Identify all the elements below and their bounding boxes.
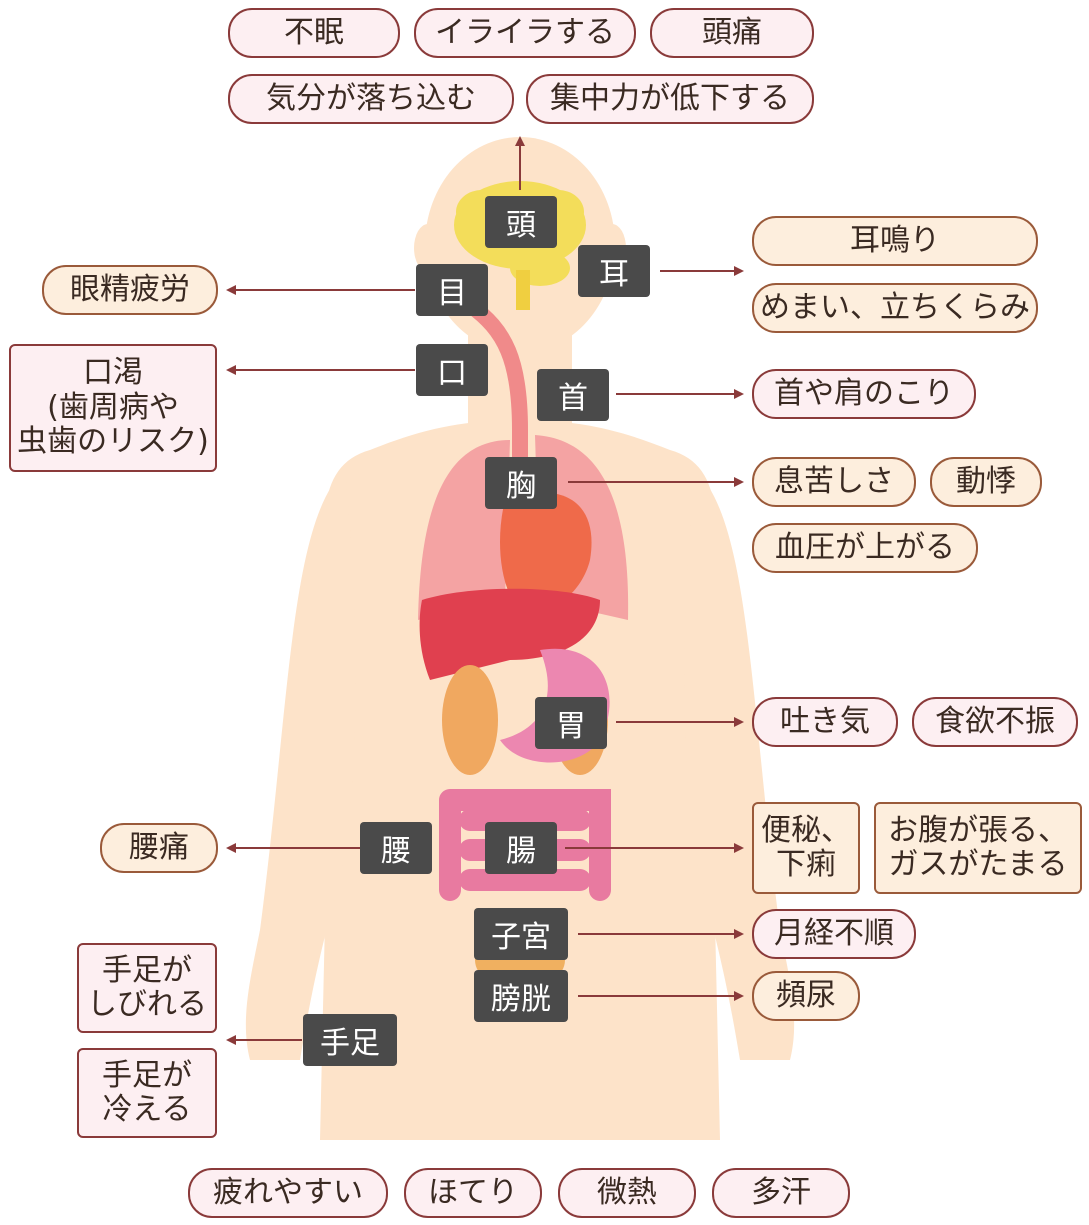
mouth-symptom-line: 口渇	[83, 355, 143, 391]
head-symptom: 集中力が低下する	[526, 74, 814, 124]
mouth-symptom-line: 虫歯のリスク)	[17, 424, 209, 460]
chest-symptom: 動悸	[930, 457, 1042, 507]
intestine-symptom-line: 便秘、	[761, 812, 851, 848]
chest-symptom: 息苦しさ	[752, 457, 916, 507]
organ-label-chest: 胸	[485, 457, 557, 509]
mouth-symptom-line: (歯周病や	[47, 389, 179, 425]
connector-arrows	[226, 136, 744, 1045]
neck-symptom: 首や肩のこり	[752, 369, 976, 419]
organ-label-limbs: 手足	[303, 1014, 397, 1066]
waist-symptom: 腰痛	[100, 823, 218, 873]
kidney-left	[442, 665, 498, 775]
general-symptom: 疲れやすい	[188, 1168, 388, 1218]
limb-symptom-line: 手足が	[102, 952, 192, 988]
intestine-symptom-line: ガスがたまる	[888, 847, 1068, 882]
mouth-symptom: 口渇 (歯周病や 虫歯のリスク)	[9, 344, 217, 472]
general-symptom: ほてり	[404, 1168, 542, 1218]
eye-symptom: 眼精疲労	[42, 265, 218, 315]
chest-symptom: 血圧が上がる	[752, 523, 978, 573]
limb-symptom-line: 手足が	[102, 1057, 192, 1093]
general-symptom: 微熱	[558, 1168, 696, 1218]
general-symptom: 多汗	[712, 1168, 850, 1218]
head-symptom: イライラする	[414, 8, 636, 58]
uterus-symptom: 月経不順	[752, 909, 916, 959]
limb-symptom-line: 冷える	[102, 1092, 192, 1127]
ear-symptom: 耳鳴り	[752, 216, 1038, 266]
intestine-symptom-line: お腹が張る、	[888, 812, 1068, 848]
organ-label-waist: 腰	[360, 822, 432, 874]
organ-label-uterus: 子宮	[474, 908, 568, 960]
heart	[500, 492, 592, 613]
stomach-symptom: 食欲不振	[912, 697, 1078, 747]
organ-label-stomach: 胃	[535, 697, 607, 749]
intestine-symptom: お腹が張る、 ガスがたまる	[874, 802, 1082, 894]
organ-label-neck: 首	[537, 369, 609, 421]
intestine-symptom-line: 下痢	[776, 847, 836, 882]
head-symptom: 気分が落ち込む	[228, 74, 514, 124]
head-symptom: 頭痛	[650, 8, 814, 58]
limb-symptom: 手足が しびれる	[77, 943, 217, 1033]
intestine-symptom: 便秘、 下痢	[752, 802, 860, 894]
bladder-symptom: 頻尿	[752, 971, 860, 1021]
organ-label-intestine: 腸	[485, 822, 557, 874]
liver	[419, 588, 600, 680]
stomach-symptom: 吐き気	[752, 697, 898, 747]
organ-label-mouth: 口	[416, 344, 488, 396]
limb-symptom: 手足が 冷える	[77, 1048, 217, 1138]
organ-label-eye: 目	[416, 264, 488, 316]
limb-symptom-line: しびれる	[87, 987, 207, 1022]
intestines	[439, 789, 611, 901]
head-symptom: 不眠	[228, 8, 400, 58]
organ-label-head: 頭	[485, 196, 557, 248]
ear-symptom: めまい、立ちくらみ	[752, 283, 1038, 333]
organ-label-ear: 耳	[578, 245, 650, 297]
organ-label-bladder: 膀胱	[474, 970, 568, 1022]
